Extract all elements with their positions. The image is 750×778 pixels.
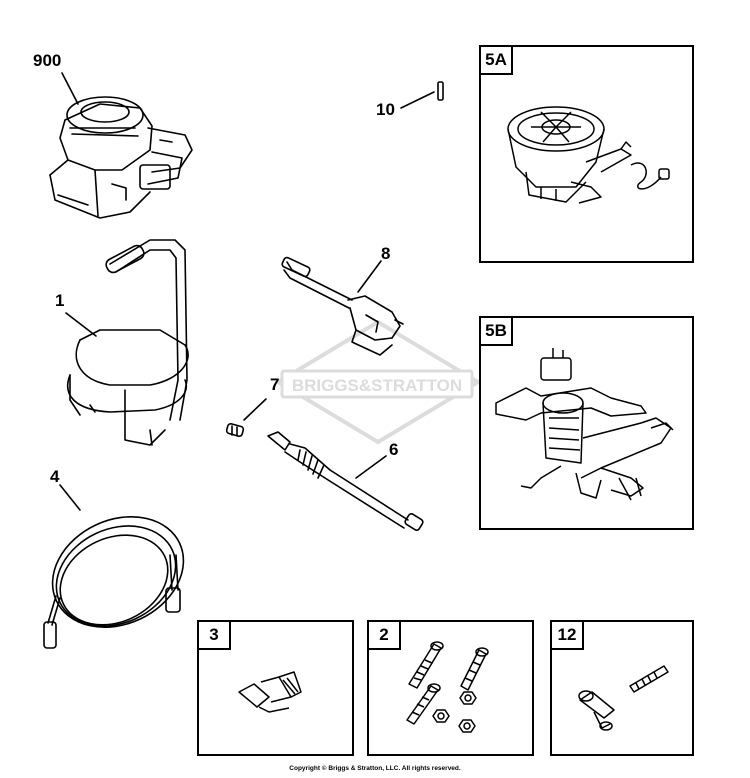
pump-5b-box: 5B xyxy=(479,316,694,530)
fittings-12-box: 12 xyxy=(550,620,694,756)
callout-1: 1 xyxy=(55,291,65,310)
callout-10: 10 xyxy=(376,100,395,119)
hose-illustration xyxy=(43,516,185,649)
pump-5b-illustration xyxy=(495,348,674,501)
inlet-3-box: 3 xyxy=(197,620,354,756)
pin-illustration xyxy=(437,81,444,101)
hardware-2-box: 2 xyxy=(367,620,534,756)
inlet-fitting-illustration xyxy=(238,671,302,713)
watermark-text: BRIGGS&STRATTON xyxy=(292,376,462,395)
box-label-3: 3 xyxy=(197,620,231,650)
handle-illustration xyxy=(66,239,189,446)
callout-7: 7 xyxy=(270,375,280,394)
fittings-illustration xyxy=(578,665,669,731)
callout-6: 6 xyxy=(389,440,399,459)
nozzle-illustration xyxy=(225,422,245,438)
pump-5a-illustration xyxy=(507,106,670,204)
box-label-12: 12 xyxy=(550,620,584,650)
copyright-notice: Copyright © Briggs & Stratton, LLC. All … xyxy=(289,765,461,772)
lance-illustration xyxy=(267,431,424,531)
engine-illustration xyxy=(49,96,193,219)
box-label-5a: 5A xyxy=(479,45,513,75)
hardware-illustration xyxy=(406,641,489,733)
box-label-2: 2 xyxy=(367,620,401,650)
box-label-5b: 5B xyxy=(479,316,513,346)
callout-4: 4 xyxy=(50,467,60,486)
callout-8: 8 xyxy=(381,244,391,263)
pump-5a-box: 5A xyxy=(479,45,694,263)
callout-900: 900 xyxy=(33,51,62,70)
spray-gun-illustration xyxy=(281,256,404,356)
